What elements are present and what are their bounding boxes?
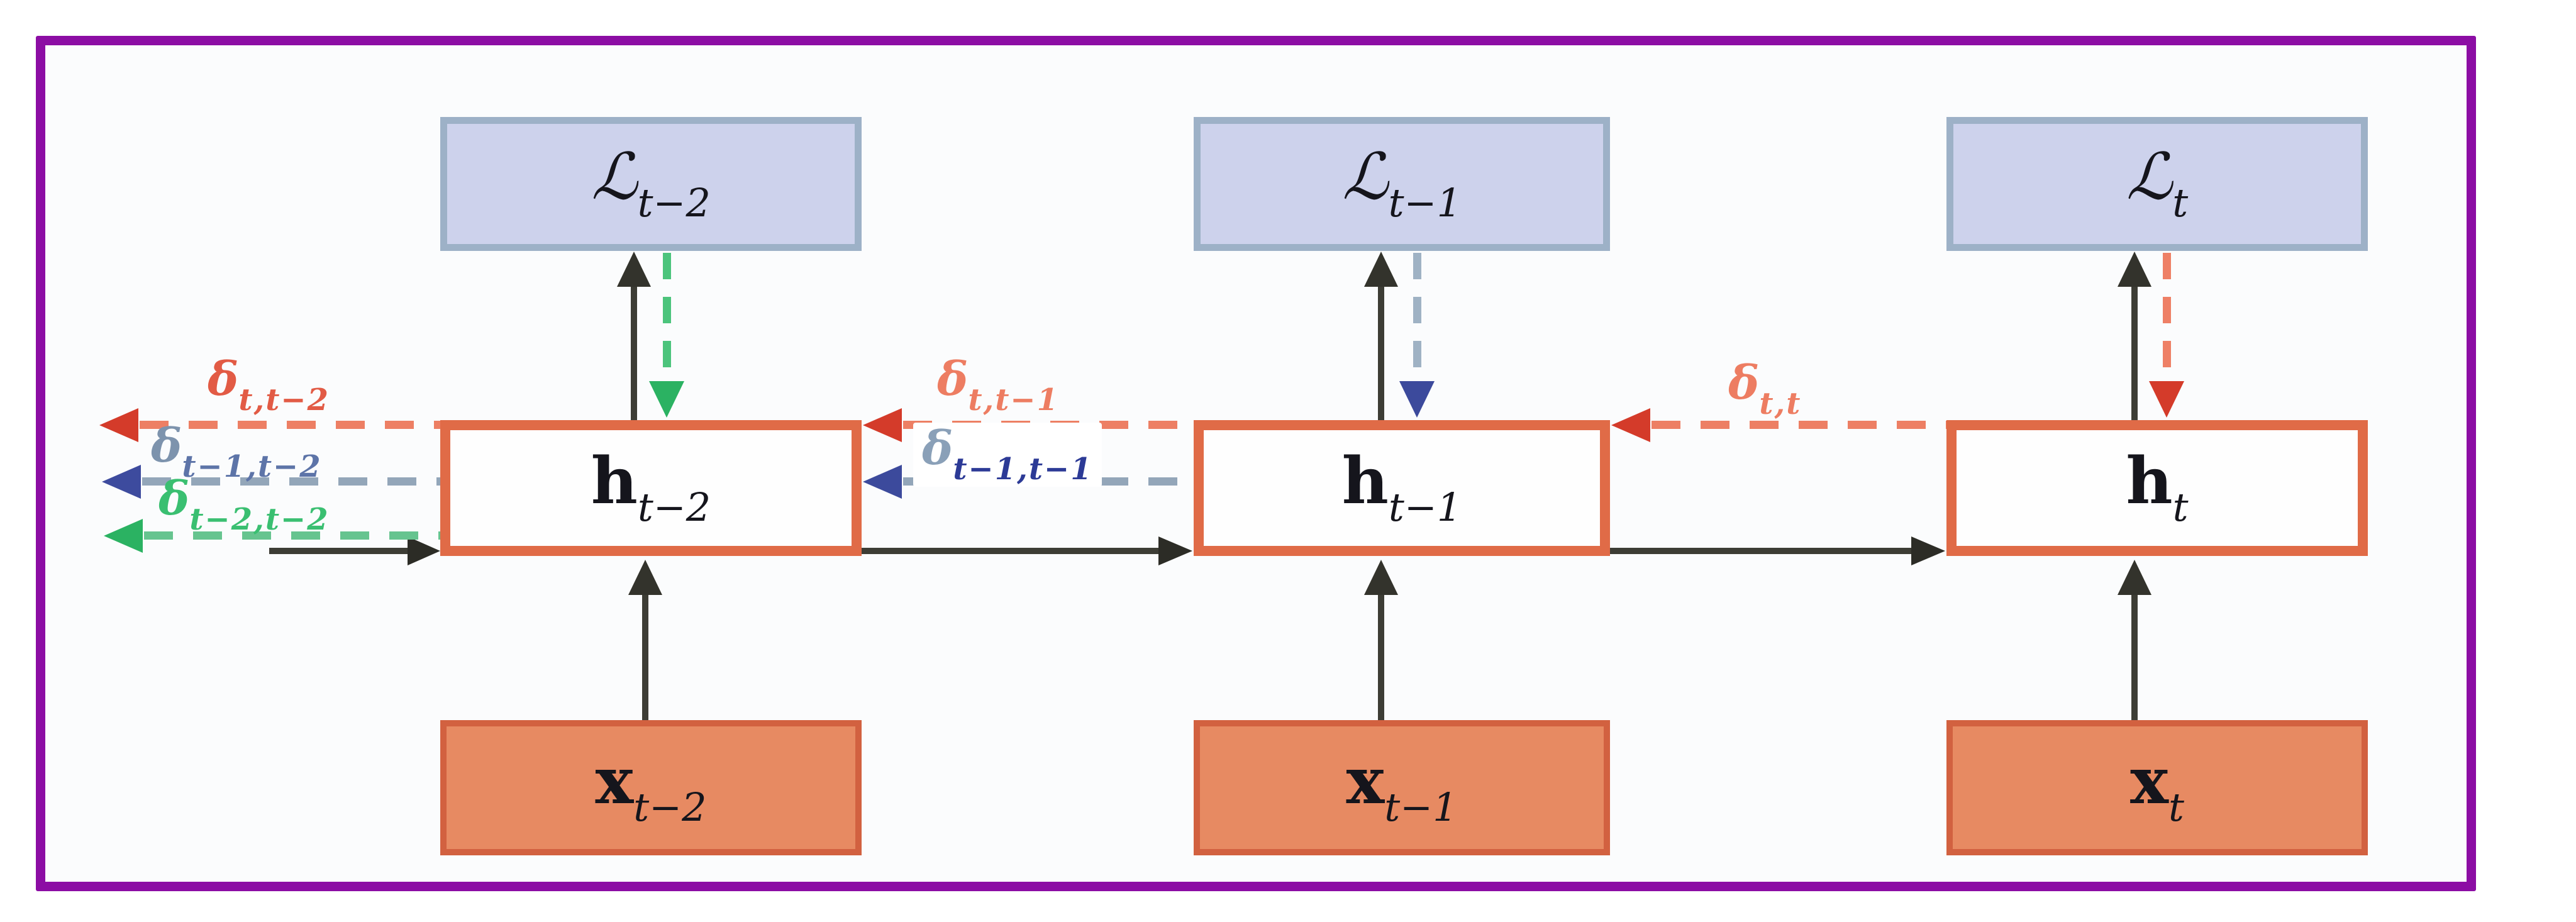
arrow-left-head bbox=[863, 465, 902, 499]
delta-symbol: δ bbox=[208, 352, 239, 406]
input-subscript: t−2 bbox=[633, 784, 707, 830]
delta-subscript: t−2,t−2 bbox=[189, 502, 330, 537]
arrow-stem bbox=[862, 548, 1158, 554]
delta-subscript: t,t−2 bbox=[238, 382, 330, 418]
arrow-up-head bbox=[628, 560, 662, 595]
arrow-down-head bbox=[649, 381, 684, 418]
input-label: xt bbox=[2130, 749, 2184, 827]
loss-box-t-1: ℒt−1 bbox=[1194, 117, 1610, 251]
loss-subscript: t−1 bbox=[1388, 180, 1462, 226]
input-box-t-2: xt−2 bbox=[440, 720, 862, 855]
delta-symbol: δ bbox=[151, 419, 182, 473]
input-label: xt−2 bbox=[595, 749, 706, 827]
delta-subscript: t−1,t−1 bbox=[953, 452, 1093, 487]
input-label: xt−1 bbox=[1346, 749, 1457, 827]
input-subscript: t bbox=[2168, 784, 2184, 830]
loss-label: ℒt−1 bbox=[1342, 145, 1462, 223]
arrow-down-head bbox=[2149, 381, 2184, 418]
delta-symbol: δ bbox=[1728, 356, 1760, 410]
arrow-left-head bbox=[863, 408, 902, 442]
gradient-label-delta-t-t: δt,t bbox=[1728, 360, 1801, 419]
arrow-stem bbox=[2131, 592, 2138, 720]
input-symbol: x bbox=[595, 743, 634, 819]
delta-symbol: δ bbox=[937, 352, 969, 406]
arrow-stem bbox=[1378, 592, 1384, 720]
arrow-stem bbox=[1413, 253, 1421, 381]
delta-subscript: t−1,t−2 bbox=[182, 449, 322, 484]
input-subscript: t−1 bbox=[1384, 784, 1458, 830]
loss-symbol: ℒ bbox=[2126, 140, 2173, 214]
hidden-label: ht bbox=[2126, 449, 2188, 527]
loss-symbol: ℒ bbox=[1342, 140, 1389, 214]
gradient-label-delta-t-t-1: δt,t−1 bbox=[937, 356, 1059, 415]
hidden-box-t-1: ht−1 bbox=[1194, 420, 1610, 556]
arrow-stem bbox=[1652, 421, 1946, 429]
delta-subscript: t,t−1 bbox=[968, 382, 1060, 418]
arrow-up-head bbox=[1364, 560, 1398, 595]
arrow-stem bbox=[140, 421, 440, 429]
arrow-right-head bbox=[408, 536, 440, 565]
gradient-label-delta-t-t-2: δt,t−2 bbox=[208, 356, 330, 415]
arrow-up-head bbox=[1364, 252, 1398, 287]
loss-label: ℒt bbox=[2126, 145, 2188, 223]
input-symbol: x bbox=[2130, 743, 2168, 819]
delta-subscript: t,t bbox=[1759, 386, 1802, 421]
hidden-symbol: h bbox=[591, 443, 638, 519]
delta-symbol: δ bbox=[158, 472, 190, 526]
loss-box-t: ℒt bbox=[1946, 117, 2368, 251]
input-box-t-1: xt−1 bbox=[1194, 720, 1610, 855]
hidden-subscript: t−2 bbox=[637, 484, 711, 530]
arrow-left-head bbox=[1611, 408, 1650, 442]
hidden-symbol: h bbox=[1341, 443, 1389, 519]
arrow-stem bbox=[269, 548, 409, 554]
input-box-t: xt bbox=[1946, 720, 2368, 855]
hidden-symbol: h bbox=[2126, 443, 2173, 519]
loss-subscript: t−2 bbox=[637, 180, 711, 226]
loss-subscript: t bbox=[2172, 180, 2189, 226]
hidden-box-t: ht bbox=[1946, 420, 2368, 556]
arrow-stem bbox=[1378, 284, 1384, 420]
arrow-up-head bbox=[2118, 560, 2151, 595]
arrow-stem bbox=[1610, 548, 1911, 554]
gradient-label-delta-t-1-t-2: δt−1,t−2 bbox=[151, 423, 322, 482]
arrow-left-head bbox=[104, 519, 143, 553]
arrow-right-head bbox=[1911, 536, 1945, 565]
hidden-subscript: t−1 bbox=[1388, 484, 1462, 530]
arrow-stem bbox=[631, 284, 637, 420]
input-symbol: x bbox=[1346, 743, 1385, 819]
hidden-label: ht−2 bbox=[591, 449, 711, 527]
arrow-stem bbox=[663, 253, 671, 381]
arrow-stem bbox=[142, 477, 440, 486]
delta-symbol: δ bbox=[922, 421, 953, 475]
gradient-label-delta-t-2-t-2: δt−2,t−2 bbox=[158, 475, 330, 535]
arrow-stem bbox=[2131, 284, 2138, 420]
arrow-stem bbox=[2163, 253, 2171, 381]
arrow-stem bbox=[642, 592, 648, 720]
hidden-label: ht−1 bbox=[1342, 449, 1462, 527]
arrow-down-head bbox=[1399, 381, 1435, 418]
arrow-up-head bbox=[2118, 252, 2151, 287]
gradient-label-delta-t-1-t-1: δt−1,t−1 bbox=[913, 423, 1102, 487]
arrow-stem bbox=[144, 531, 440, 540]
loss-box-t-2: ℒt−2 bbox=[440, 117, 862, 251]
hidden-box-t-2: ht−2 bbox=[440, 420, 862, 556]
arrow-left-head bbox=[99, 408, 138, 442]
arrow-left-head bbox=[102, 465, 141, 499]
hidden-subscript: t bbox=[2172, 484, 2189, 530]
arrow-up-head bbox=[617, 252, 651, 287]
loss-symbol: ℒ bbox=[591, 140, 638, 214]
arrow-right-head bbox=[1158, 536, 1192, 565]
loss-label: ℒt−2 bbox=[591, 145, 711, 223]
